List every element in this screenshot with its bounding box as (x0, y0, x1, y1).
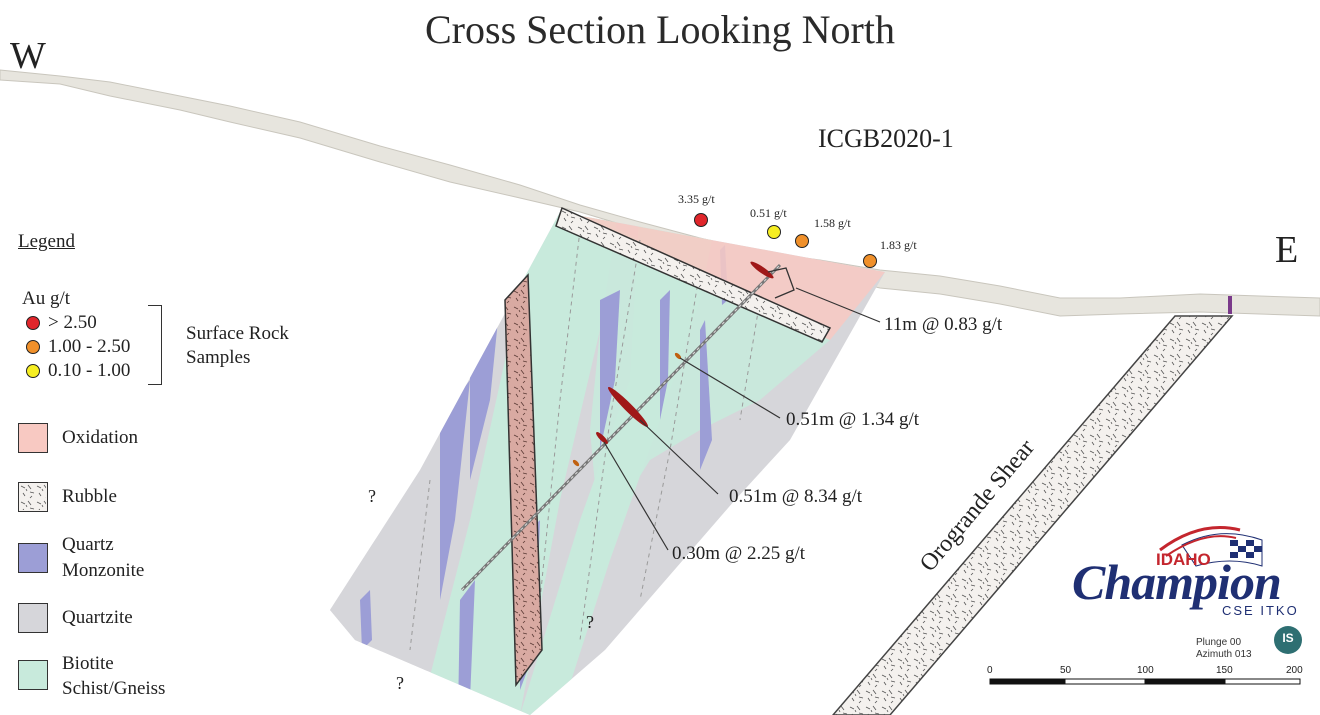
intercept-label: 0.30m @ 2.25 g/t (672, 543, 806, 564)
legend-bin-label: 0.10 - 1.00 (48, 360, 131, 381)
view-azimuth: Azimuth 013 (1196, 649, 1252, 660)
view-plunge: Plunge 00 (1196, 637, 1242, 648)
topography-surface (0, 69, 1320, 317)
legend-swatch-oxidation (18, 423, 48, 453)
logo-flag (1159, 526, 1263, 567)
drill-hole-label: ICGB2020-1 (818, 124, 954, 153)
legend-bracket-text: Surface Rock (186, 323, 289, 344)
view-badge-text: IS (1282, 631, 1294, 645)
uncertain-mark: ? (396, 673, 404, 693)
intercept-mark (608, 387, 648, 427)
sample-dot (863, 254, 877, 268)
east-marker: E (1275, 229, 1299, 271)
intercept-mark (596, 432, 608, 444)
uncertain-mark: ? (586, 612, 594, 632)
legend-bin-label: > 2.50 (48, 312, 97, 333)
scale-bar (989, 678, 1301, 685)
section-panel (330, 212, 885, 715)
scale-tick: 100 (1137, 665, 1154, 676)
sample-value: 1.83 g/t (880, 238, 917, 252)
scale-tick: 50 (1060, 665, 1072, 676)
logo-cse: CSE ITKO (1222, 603, 1299, 618)
leader-lines (603, 287, 881, 551)
legend-bracket-text: Samples (186, 347, 251, 368)
legend-bracket (148, 305, 162, 385)
page-title: Cross Section Looking North (425, 7, 895, 52)
legend-heading: Legend (18, 231, 75, 252)
sample-value: 3.35 g/t (678, 192, 715, 206)
uncertain-mark: ? (368, 486, 376, 506)
dyke-unit (504, 273, 543, 688)
intercept-label: 0.51m @ 8.34 g/t (729, 486, 863, 507)
sample-dot (795, 234, 809, 248)
legend-unit-label: Biotite (62, 653, 114, 674)
rubble-layer (555, 206, 832, 343)
sample-value: 1.58 g/t (814, 216, 851, 230)
sample-value: 0.51 g/t (750, 206, 787, 220)
intercept-mark (674, 352, 682, 360)
legend-dot-low (26, 364, 40, 378)
legend-swatch-biotite (18, 660, 48, 690)
legend-unit-label: Rubble (62, 486, 117, 507)
west-marker: W (10, 35, 46, 77)
legend-bin-label: 1.00 - 2.50 (48, 336, 131, 357)
legend-swatch-monzonite (18, 543, 48, 573)
sample-dot (767, 225, 781, 239)
scale-tick: 200 (1286, 665, 1303, 676)
legend-unit-label: Quartzite (62, 607, 133, 628)
scale-tick: 150 (1216, 665, 1233, 676)
legend-dot-mid (26, 340, 40, 354)
legend-unit-label: Quartz (62, 534, 114, 555)
sample-dot (694, 213, 708, 227)
intercept-mark (572, 459, 580, 467)
legend-unit-label: Monzonite (62, 560, 145, 581)
legend-unit-label: Oxidation (62, 427, 138, 448)
legend-swatch-quartzite (18, 603, 48, 633)
legend-unit-label: Schist/Gneiss (62, 678, 166, 699)
intercept-mark (750, 261, 774, 279)
scale-tick: 0 (987, 665, 993, 676)
orogrande-shear-zone (832, 315, 1234, 715)
intercept-label: 0.51m @ 1.34 g/t (786, 409, 920, 430)
intercept-label: 11m @ 0.83 g/t (884, 314, 1003, 335)
legend-au-label: Au g/t (22, 288, 71, 309)
legend-swatch-rubble (18, 482, 48, 512)
legend-dot-high (26, 316, 40, 330)
logo-champion: Champion (1072, 554, 1282, 610)
logo-idaho: IDAHO (1156, 550, 1211, 569)
view-badge-circle (1274, 626, 1302, 654)
